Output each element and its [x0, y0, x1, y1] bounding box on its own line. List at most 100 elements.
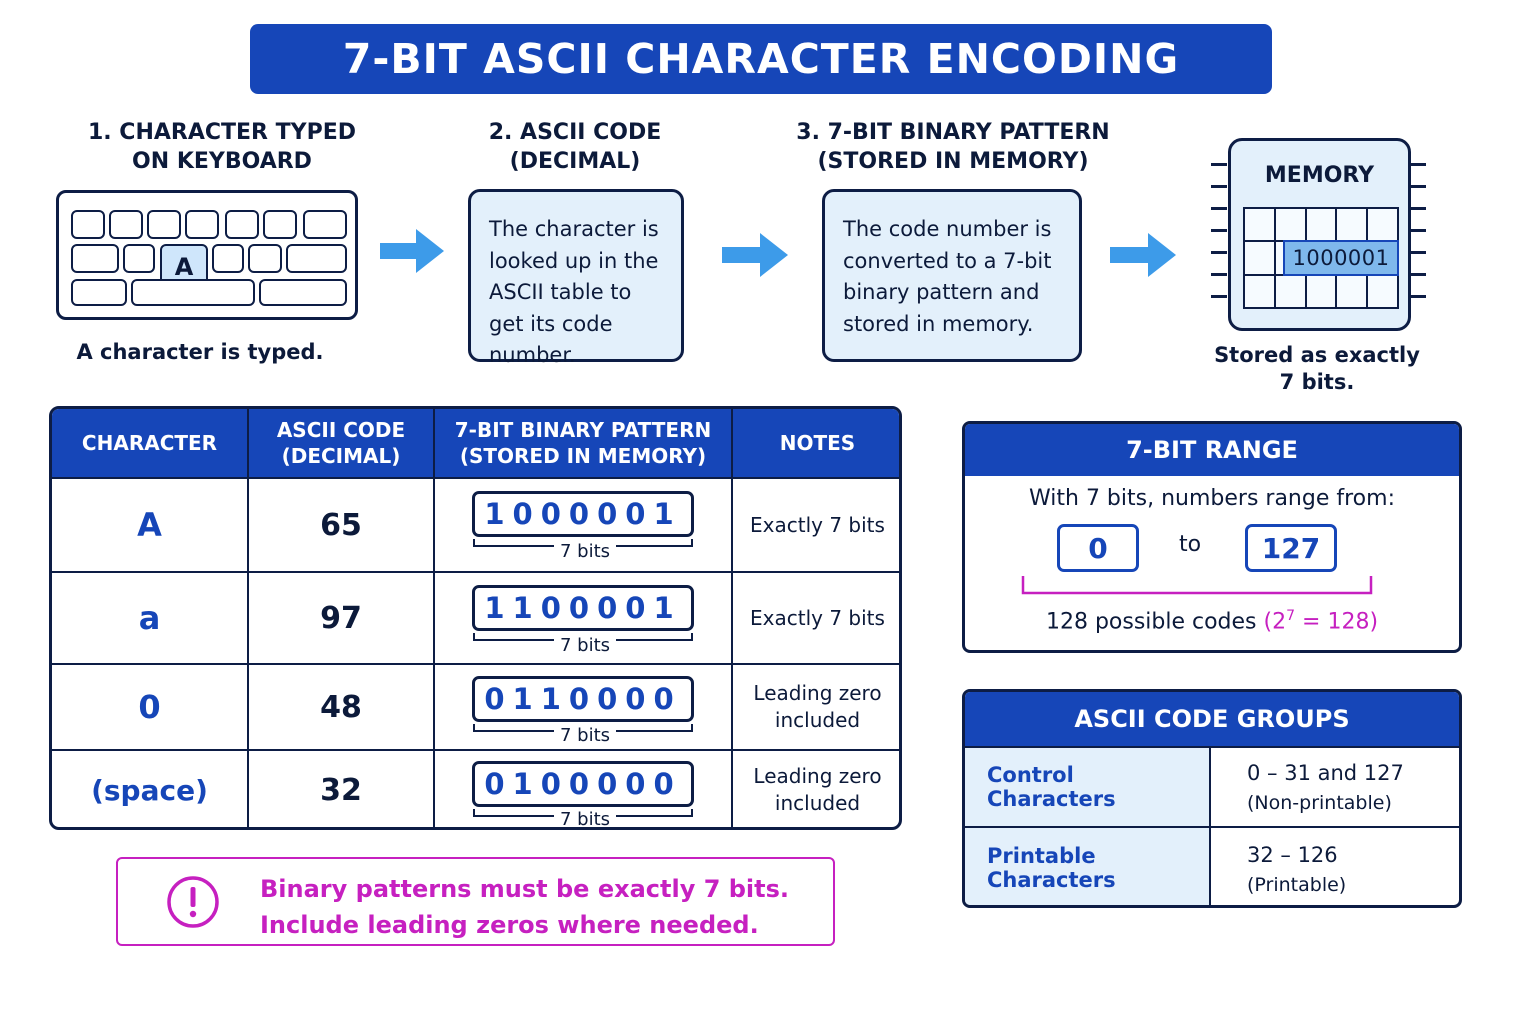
memory-title: MEMORY: [1264, 163, 1375, 188]
table-row-binary: 1100001: [472, 585, 694, 631]
header-notes: NOTES: [779, 431, 856, 455]
table-row-decimal: 32: [320, 772, 362, 808]
chip-pin: [1410, 229, 1426, 232]
chip-pin: [1410, 185, 1426, 188]
column-divider: [731, 409, 733, 827]
warning-box: Binary patterns must be exactly 7 bits. …: [116, 857, 835, 946]
group-range-control: 0 – 31 and 127 (Non-printable): [1211, 758, 1459, 818]
group-name-printable: Printable Characters: [965, 828, 1209, 905]
key: [71, 244, 119, 273]
key: [286, 244, 347, 273]
memory-value: 1000001: [1283, 240, 1399, 276]
chip-pin: [1211, 251, 1227, 254]
key: [185, 210, 219, 239]
bits-label: 7 bits: [554, 541, 617, 562]
range-min: 0: [1057, 524, 1139, 572]
range-heading: 7-BIT RANGE: [965, 424, 1459, 476]
range-intro: With 7 bits, numbers range from:: [1029, 486, 1395, 511]
step2-box: The character is looked up in the ASCII …: [468, 189, 684, 367]
arrow-right-icon: [380, 229, 444, 273]
range-formula-exp: 7: [1286, 608, 1296, 624]
table-row-char: A: [137, 506, 162, 544]
table-row-decimal: 48: [320, 689, 362, 725]
table-header: CHARACTER ASCII CODE (DECIMAL) 7-BIT BIN…: [52, 409, 899, 477]
key: [71, 210, 105, 239]
groups-panel: ASCII CODE GROUPS Control Characters 0 –…: [962, 689, 1462, 908]
memory-grid: 1000001: [1243, 207, 1399, 309]
arrow-right-icon: [1110, 233, 1176, 277]
chip-pin: [1410, 295, 1426, 298]
key: [248, 244, 282, 273]
range-max: 127: [1245, 524, 1337, 572]
column-divider: [247, 409, 249, 827]
range-bracket: [1021, 576, 1373, 595]
spacebar-key: [131, 279, 255, 306]
chip-pin: [1211, 185, 1227, 188]
key: [303, 210, 347, 239]
header-character: CHARACTER: [81, 431, 218, 455]
memory-chip-icon: MEMORY 1000001: [1228, 138, 1411, 331]
row-divider: [52, 571, 899, 573]
warning-line-1: Binary patterns must be exactly 7 bits.: [260, 875, 790, 903]
memory-caption: Stored as exactly 7 bits.: [1214, 343, 1420, 394]
bits-label: 7 bits: [554, 809, 617, 827]
step3-box: The code number is converted to a 7-bit …: [822, 189, 1082, 362]
groups-heading: ASCII CODE GROUPS: [965, 692, 1459, 746]
row-divider: [965, 826, 1459, 828]
table-row-char: a: [138, 599, 161, 637]
step1-heading: 1. CHARACTER TYPED ON KEYBOARD: [87, 120, 356, 174]
ascii-table: CHARACTER ASCII CODE (DECIMAL) 7-BIT BIN…: [49, 406, 902, 830]
chip-pin: [1211, 207, 1227, 210]
key: [225, 210, 259, 239]
key: [212, 244, 244, 273]
chip-pin: [1211, 295, 1227, 298]
table-row-char: 0: [138, 688, 161, 726]
key: [109, 210, 143, 239]
table-row-char: (space): [91, 773, 208, 807]
warning-text: Binary patterns must be exactly 7 bits. …: [260, 871, 789, 943]
row-divider: [52, 749, 899, 751]
group-range-desc: (Non-printable): [1247, 792, 1392, 814]
table-row-binary: 1000001: [472, 491, 694, 537]
range-count-text: 128 possible codes: [1045, 609, 1264, 635]
table-row-note: Leading zero included: [753, 764, 882, 815]
table-row-note: Leading zero included: [753, 681, 882, 732]
range-count: 128 possible codes (27 = 128): [965, 608, 1459, 634]
step1-caption: A character is typed.: [76, 340, 324, 364]
group-range-desc: (Printable): [1247, 874, 1347, 896]
page-title: 7-BIT ASCII CHARACTER ENCODING: [250, 24, 1272, 94]
exclamation-icon: [167, 876, 219, 928]
keyboard-icon: A: [56, 190, 358, 320]
column-divider: [433, 409, 435, 827]
range-formula-close: = 128): [1295, 609, 1379, 635]
step2-heading: 2. ASCII CODE (DECIMAL): [488, 120, 662, 174]
key: [263, 210, 297, 239]
table-row-binary: 0110000: [472, 676, 694, 722]
group-range-value: 0 – 31 and 127: [1247, 761, 1404, 785]
chip-pin: [1410, 273, 1426, 276]
group-range-printable: 32 – 126 (Printable): [1211, 840, 1459, 900]
table-row-note: Exactly 7 bits: [750, 605, 885, 630]
key: [147, 210, 181, 239]
column-divider: [1209, 746, 1211, 905]
range-to-label: to: [1178, 532, 1202, 557]
header-ascii-code: ASCII CODE (DECIMAL): [276, 418, 406, 468]
group-name-control: Control Characters: [965, 748, 1209, 826]
table-row-decimal: 97: [320, 600, 362, 636]
step3-heading: 3. 7-BIT BINARY PATTERN (STORED IN MEMOR…: [796, 120, 1110, 174]
key: [123, 244, 155, 273]
chip-pin: [1410, 251, 1426, 254]
table-row-decimal: 65: [320, 507, 362, 543]
chip-pin: [1410, 163, 1426, 166]
row-divider: [52, 663, 899, 665]
chip-pin: [1211, 273, 1227, 276]
chip-pin: [1211, 229, 1227, 232]
bits-label: 7 bits: [554, 635, 617, 656]
arrow-right-icon: [722, 233, 788, 277]
header-binary-pattern: 7-BIT BINARY PATTERN (STORED IN MEMORY): [454, 418, 712, 468]
warning-line-2: Include leading zeros where needed.: [260, 911, 759, 939]
key: [71, 279, 127, 306]
chip-pin: [1410, 207, 1426, 210]
range-formula-open: (2: [1263, 609, 1287, 635]
range-panel: 7-BIT RANGE With 7 bits, numbers range f…: [962, 421, 1462, 653]
